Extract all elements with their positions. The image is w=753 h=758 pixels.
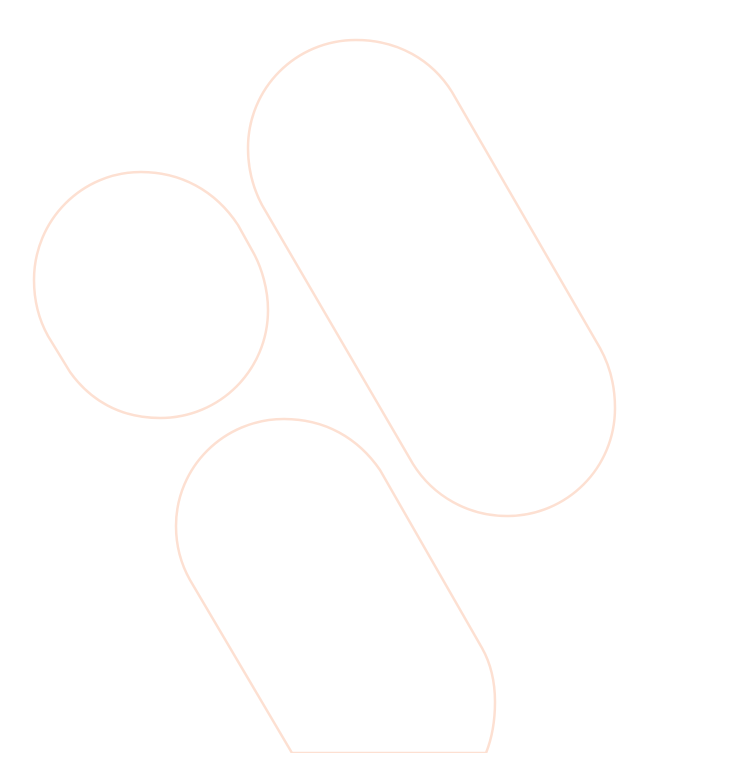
large-rounded-capsule — [246, 38, 617, 518]
lower-rounded-capsule — [174, 417, 497, 755]
small-rounded-capsule — [32, 170, 270, 420]
